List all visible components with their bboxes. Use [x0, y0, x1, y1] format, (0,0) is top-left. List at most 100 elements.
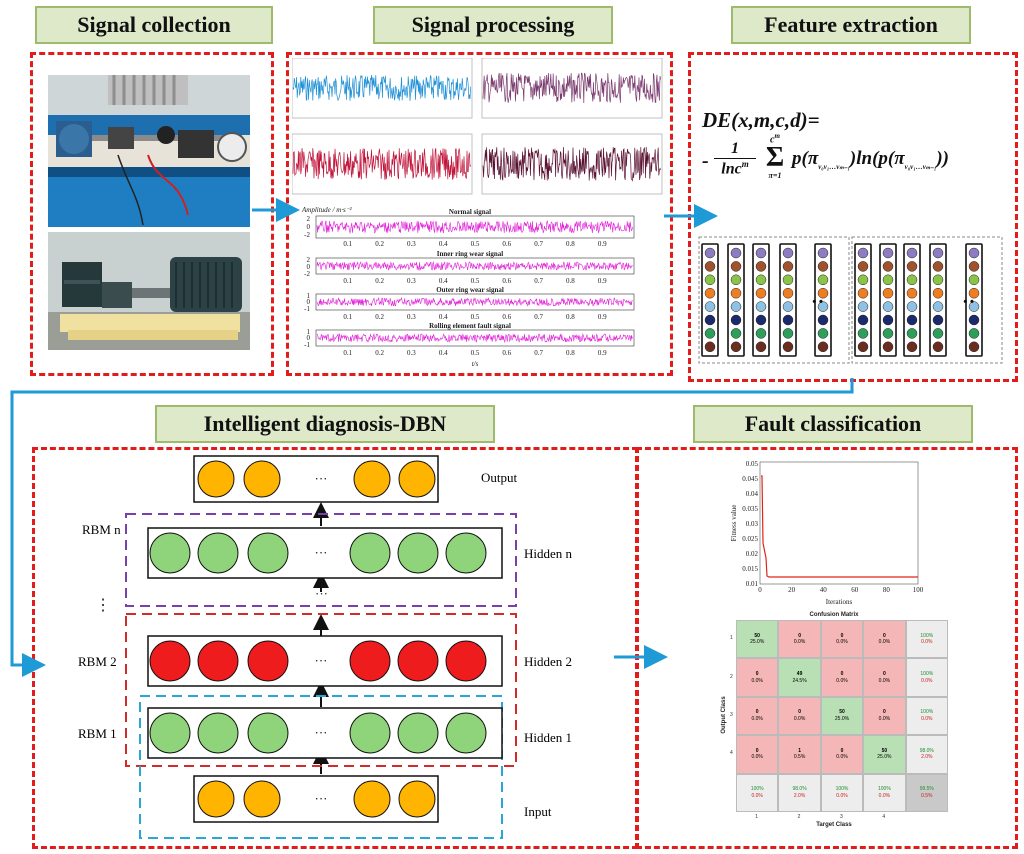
xtick-label: 0.1	[343, 240, 352, 248]
stacked-signal-chart: Amplitude / m·s⁻² Normal signal 2 0 -2 0…	[301, 206, 635, 368]
feature-dot	[817, 328, 829, 339]
confusion-percent: 0.0%	[751, 715, 763, 722]
xtick-label: 0.2	[375, 240, 384, 248]
feature-dot	[968, 287, 980, 299]
feature-dot	[817, 261, 829, 272]
rbm-1-label: RBM 1	[78, 726, 117, 741]
rbm-n-box	[125, 513, 517, 607]
feature-dot	[932, 301, 944, 312]
ytick: 2	[307, 256, 311, 264]
feature-dot	[755, 287, 767, 299]
confusion-percent: 0.0%	[836, 754, 848, 761]
confusion-percent: 25.0%	[877, 754, 892, 761]
confusion-col-label: 2	[797, 814, 801, 820]
time-axis-label: t/s	[472, 360, 479, 368]
feature-dot	[782, 287, 794, 299]
output-node	[243, 460, 281, 498]
feature-dot	[730, 341, 742, 353]
feature-dot	[857, 261, 869, 272]
feature-dot	[857, 301, 869, 312]
hidden-1-node	[349, 712, 391, 754]
confusion-count: 0	[755, 671, 759, 678]
hidden-2-node	[349, 640, 391, 682]
hidden-2-node	[197, 640, 239, 682]
feature-dot	[882, 341, 894, 353]
confusion-count: 50	[881, 747, 888, 754]
feature-column	[903, 243, 921, 357]
feature-dot	[782, 274, 794, 286]
fitness-ytick: 0.04	[746, 490, 759, 498]
confusion-percent: 0.0%	[836, 677, 848, 684]
formula-close: ))	[936, 148, 949, 169]
fitness-xtick: 100	[913, 586, 924, 594]
feature-dot	[906, 247, 918, 259]
hidden-n-node	[149, 532, 191, 574]
title-feature-extraction: Feature extraction	[731, 6, 971, 44]
formula-fraction: 1 lncm	[714, 140, 756, 178]
denominator-text: lnc	[721, 160, 742, 178]
xtick-label: 0.2	[375, 277, 384, 285]
feature-dot	[782, 341, 794, 353]
feature-dot	[932, 261, 944, 272]
confusion-percent: 24.5%	[792, 677, 807, 684]
hidden-2-node	[149, 640, 191, 682]
feature-dot	[932, 314, 944, 326]
feature-dot	[906, 287, 918, 299]
xtick-label: 0.6	[502, 349, 511, 357]
feature-dot	[882, 261, 894, 272]
output-node	[197, 460, 235, 498]
xtick-label: 0.1	[343, 277, 352, 285]
confusion-percent: 25.0%	[750, 639, 765, 646]
confusion-row-label: 1	[730, 635, 733, 642]
xtick-label: 0.7	[534, 349, 543, 357]
feature-dot	[755, 341, 767, 353]
confusion-count: 0	[882, 632, 886, 639]
ytick: -1	[304, 305, 310, 313]
fitness-ylabel: Fitness value	[730, 505, 738, 542]
fitness-ytick: 0.03	[746, 520, 759, 528]
rbm-2-box	[125, 613, 517, 767]
confusion-count: 0	[840, 747, 844, 754]
formula-minus: -	[702, 150, 709, 172]
confusion-percent: 2.0%	[921, 754, 933, 761]
fitness-xtick: 0	[758, 586, 762, 594]
hidden-n-label: Hidden n	[524, 546, 573, 561]
ytick: 2	[307, 215, 311, 223]
inner-ring-trace	[316, 260, 633, 272]
fitness-curve	[761, 475, 918, 578]
inner-ring-label: Inner ring wear signal	[437, 250, 503, 258]
feature-column	[701, 243, 719, 357]
confusion-count: 0	[798, 632, 801, 639]
hidden-1-label: Hidden 1	[524, 730, 572, 745]
ytick: 0	[307, 298, 311, 306]
feature-dot	[730, 247, 742, 259]
dispersion-entropy-formula: DE(x,m,c,d)= - 1 lncm cm Σ π=1 p(πv₀v₁…v…	[702, 108, 1012, 188]
feature-dot	[817, 301, 829, 312]
feature-dot	[755, 247, 767, 259]
dbn-layers: ···············	[147, 455, 503, 823]
feature-dot	[932, 247, 944, 259]
confusion-count: 0	[840, 671, 844, 678]
confusion-percent: 0.0%	[878, 792, 891, 799]
fitness-ytick: 0.045	[742, 475, 758, 483]
confusion-cell: 100%0.0%	[905, 696, 948, 736]
fitness-xtick: 60	[851, 586, 859, 594]
confusion-count: 0	[755, 747, 759, 754]
output-node	[398, 460, 436, 498]
feature-dot	[755, 274, 767, 286]
feature-dot	[968, 328, 980, 339]
confusion-count: 0	[755, 709, 759, 716]
confusion-row-label: 2	[730, 673, 733, 680]
xtick-label: 0.4	[439, 313, 448, 321]
confusion-xlabel: Target Class	[816, 822, 852, 828]
feature-dot	[968, 301, 980, 312]
feature-column	[779, 243, 797, 357]
